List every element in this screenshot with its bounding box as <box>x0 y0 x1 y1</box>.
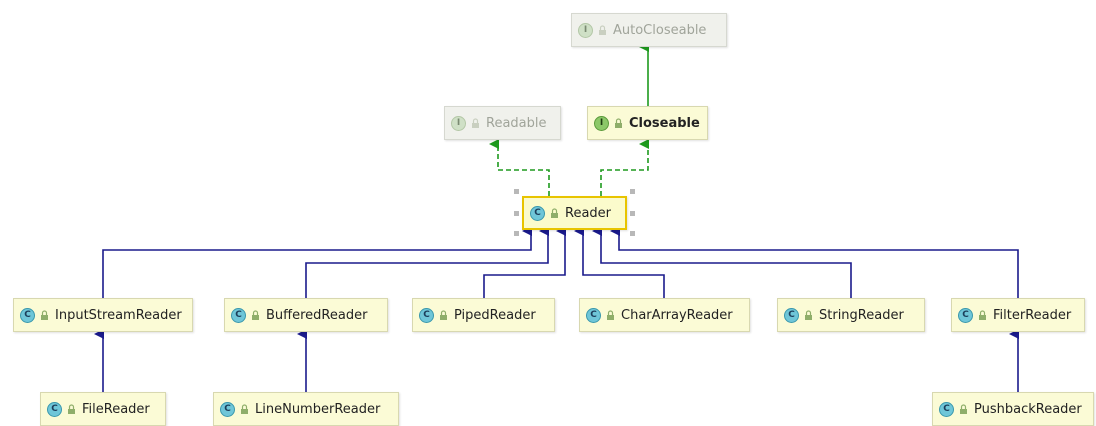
node-inputstreamreader[interactable]: C InputStreamReader <box>13 298 193 332</box>
lock-icon <box>615 117 622 128</box>
class-icon: C <box>530 205 545 221</box>
node-filterreader[interactable]: C FilterReader <box>951 298 1085 332</box>
node-pushbackreader[interactable]: C PushbackReader <box>932 392 1094 426</box>
node-label: FilterReader <box>993 307 1072 323</box>
node-reader[interactable]: C Reader <box>522 196 627 230</box>
node-stringreader[interactable]: C StringReader <box>777 298 925 332</box>
lock-icon <box>599 24 606 35</box>
node-label: PipedReader <box>454 307 536 323</box>
node-linenumberreader[interactable]: C LineNumberReader <box>213 392 399 426</box>
class-icon: C <box>47 401 62 417</box>
interface-icon: I <box>451 115 466 131</box>
lock-icon <box>805 309 812 320</box>
selection-handle[interactable] <box>630 211 635 216</box>
edge-bufferedreader-reader <box>305 226 549 298</box>
node-label: CharArrayReader <box>621 307 733 323</box>
node-label: Reader <box>565 205 612 221</box>
lock-icon <box>241 403 248 414</box>
edge-chararrayreader-reader <box>574 226 665 298</box>
lock-icon <box>551 207 558 218</box>
node-filereader[interactable]: C FileReader <box>40 392 166 426</box>
interface-icon: I <box>578 22 593 38</box>
node-label: FileReader <box>82 401 150 417</box>
node-bufferedreader[interactable]: C BufferedReader <box>224 298 388 332</box>
edge-inputstreamreader-reader <box>102 226 532 298</box>
edge-stringreader-reader <box>592 226 852 298</box>
selection-handle[interactable] <box>514 231 519 236</box>
class-icon: C <box>939 401 954 417</box>
node-label: BufferedReader <box>266 307 368 323</box>
lock-icon <box>68 403 75 414</box>
lock-icon <box>440 309 447 320</box>
node-label: Readable <box>486 115 547 131</box>
lock-icon <box>252 309 259 320</box>
node-label: InputStreamReader <box>55 307 182 323</box>
lock-icon <box>472 117 479 128</box>
lock-icon <box>41 309 48 320</box>
node-closeable[interactable]: I Closeable <box>587 106 708 140</box>
node-chararrayreader[interactable]: C CharArrayReader <box>579 298 750 332</box>
class-icon: C <box>231 307 246 323</box>
node-label: PushbackReader <box>974 401 1082 417</box>
node-label: StringReader <box>819 307 904 323</box>
node-label: LineNumberReader <box>255 401 381 417</box>
class-icon: C <box>220 401 235 417</box>
selection-handle[interactable] <box>630 231 635 236</box>
node-label: AutoCloseable <box>613 22 707 38</box>
edge-reader-readable <box>489 139 550 196</box>
lock-icon <box>960 403 967 414</box>
selection-handle[interactable] <box>514 189 519 194</box>
class-icon: C <box>784 307 799 323</box>
lock-icon <box>607 309 614 320</box>
class-icon: C <box>586 307 601 323</box>
selection-handle[interactable] <box>630 189 635 194</box>
node-label: Closeable <box>629 115 700 131</box>
edge-reader-closeable <box>600 139 649 196</box>
edge-filterreader-reader <box>610 226 1019 298</box>
class-icon: C <box>419 307 434 323</box>
interface-icon: I <box>594 115 609 131</box>
node-autocloseable[interactable]: I AutoCloseable <box>571 13 727 47</box>
selection-handle[interactable] <box>514 211 519 216</box>
class-icon: C <box>958 307 973 323</box>
node-pipedreader[interactable]: C PipedReader <box>412 298 555 332</box>
node-readable[interactable]: I Readable <box>444 106 561 140</box>
edge-pipedreader-reader <box>483 226 566 298</box>
lock-icon <box>979 309 986 320</box>
class-icon: C <box>20 307 35 323</box>
